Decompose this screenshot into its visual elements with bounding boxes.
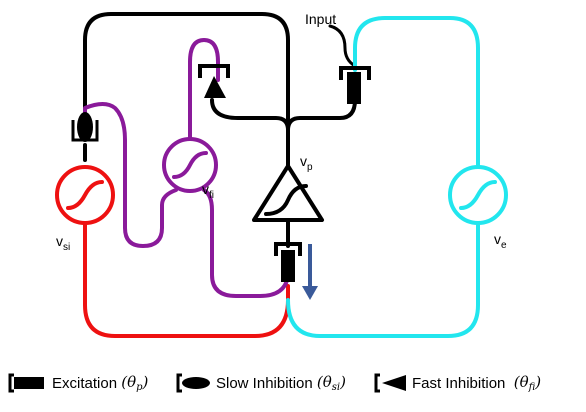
network-diagram: Input vp vfi vsi ve (55, 11, 508, 338)
vp-unit (252, 164, 324, 222)
red-loop (83, 220, 290, 338)
legend-excitation-label: Excitation (52, 374, 118, 392)
legend-slow-inhibition: Slow Inhibition (θsi) (176, 372, 346, 394)
legend-slow-label: Slow Inhibition (216, 374, 313, 392)
cyan-connections (286, 16, 480, 338)
legend-excitation-param: (θp) (121, 373, 149, 393)
ve-label: ve (494, 231, 507, 251)
purple-fi-to-output (202, 188, 290, 298)
input-lead (328, 24, 357, 68)
output-arrow (302, 244, 318, 300)
red-connections (83, 220, 290, 338)
cyan-loop-bottom (286, 220, 480, 338)
vfi-label: vfi (202, 181, 214, 201)
vfi-unit (162, 137, 218, 193)
legend-fast-inhibition: Fast Inhibition (θfi) (374, 372, 541, 394)
fast-inhibition-synapse-icon (374, 373, 406, 393)
legend-fast-label: Fast Inhibition (412, 374, 506, 392)
legend-excitation: Excitation (θp) (8, 372, 148, 394)
purple-slow-loop (83, 102, 178, 248)
black-fast-inhibit-link (210, 98, 290, 132)
legend: Excitation (θp) Slow Inhibition (θsi) Fa… (0, 362, 586, 408)
purple-connections (83, 38, 290, 298)
black-input-link (286, 98, 357, 132)
legend-slow-param: (θsi) (316, 373, 346, 393)
cyan-loop (353, 16, 480, 170)
fast-inhibition-synapse (198, 64, 230, 98)
ve-unit (448, 165, 508, 225)
vsi-label: vsi (56, 233, 70, 253)
vsi-unit (55, 165, 115, 225)
slow-inhibition-synapse-icon (176, 373, 210, 393)
slow-inhibition-synapse (71, 112, 99, 142)
input-excitation-synapse (339, 66, 371, 104)
purple-fi-up (188, 38, 220, 140)
output-excitation-synapse (274, 242, 302, 282)
black-connections (83, 12, 357, 248)
excitation-synapse-icon (8, 373, 44, 393)
vp-label: vp (300, 153, 313, 173)
black-top-loop (83, 12, 290, 170)
legend-fast-param: (θfi) (513, 373, 542, 393)
input-label: Input (305, 11, 336, 27)
